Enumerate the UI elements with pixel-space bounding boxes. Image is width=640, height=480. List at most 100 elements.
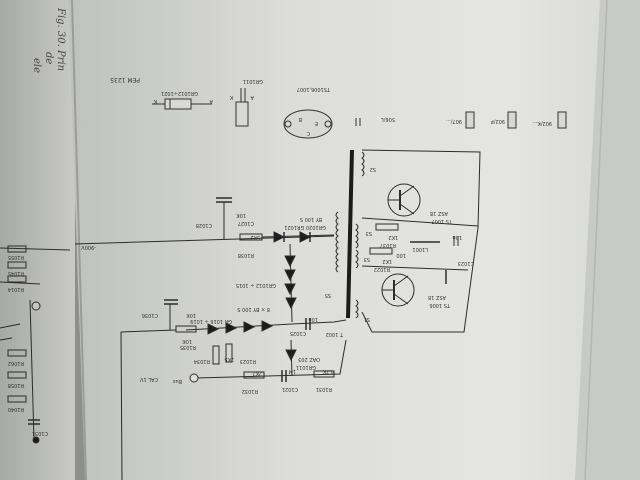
gr1011-type: OAZ 203: [298, 356, 320, 362]
legend-pem: PEM 1235: [110, 76, 140, 83]
c1036-label: C1036: [142, 312, 158, 318]
gr-pair-label: GR1020 GR1021: [284, 224, 326, 230]
legend-anode-a: A: [209, 98, 213, 104]
right-loop-wire: [361, 149, 481, 333]
left-label-7: C1031: [32, 430, 48, 436]
legend-k-mark: K: [229, 94, 233, 100]
resistor-r1032: [243, 371, 265, 379]
left-label-2: R1045: [8, 270, 24, 276]
right-fold: [584, 0, 608, 480]
c1028-label: C1028: [196, 222, 212, 228]
cal-label: CAL 1V: [140, 376, 158, 382]
left-page: [0, 0, 75, 480]
r1032-label: R1032: [242, 388, 258, 394]
bus-label: Bus: [172, 378, 182, 384]
rail-900v-wire: [74, 235, 335, 245]
diode-symbol-icon: [152, 98, 212, 110]
left-partial-circuit: [0, 245, 71, 444]
r1038-label: R1038: [238, 252, 254, 258]
legend-rectifier-single: GR1011: [243, 78, 263, 84]
legend-transistor-types: TS1006,1007: [297, 86, 331, 92]
resistor-r1034: [212, 345, 220, 365]
capacitor-c1021: [281, 370, 287, 382]
pot-c-icon: [557, 111, 567, 129]
c1021-label: C1021: [282, 386, 298, 392]
rail-label: -900V: [81, 244, 96, 250]
r1031-val: 4.7K: [322, 368, 334, 374]
r1035-val: 10K: [182, 338, 192, 344]
capacitor-symbol-icon: [355, 118, 361, 126]
r1032-val: 2K2: [252, 370, 262, 376]
main-page: [68, 0, 615, 480]
transistor-ts1006: [381, 273, 415, 307]
schematic: T 1002 S2 S3 S3 S5 S1 TS 1007 ASZ 18: [74, 149, 481, 480]
capacitor-c1023: [453, 236, 459, 246]
ts1007-type: ASZ 18: [430, 210, 448, 216]
rectifier-symbol-icon: [235, 88, 249, 127]
edge-caption-2: de: [43, 52, 54, 64]
gr-pair-type: BY 100 S: [300, 216, 322, 222]
winding-s3b: S3: [364, 256, 370, 262]
left-vertical-wire: [120, 331, 123, 480]
mid-bus-wire: [361, 265, 469, 271]
capacitor-c1025: [305, 318, 311, 330]
r1037-label: R1037: [380, 242, 396, 248]
lower-wire: [120, 329, 177, 333]
winding-s5: S5: [325, 292, 331, 298]
gr1011-label: GR1011: [296, 364, 316, 370]
transformer-core: [346, 149, 354, 319]
r1022-label: R1022: [374, 266, 390, 272]
resistor-r1022: [369, 247, 393, 255]
c1025-val: 10n: [308, 316, 318, 322]
c1027-val: 10K: [236, 212, 246, 218]
pot-a-icon: [465, 111, 475, 129]
page-fold: [71, 0, 87, 480]
capacitor-c1036: [164, 299, 178, 330]
diode-chain-gr1012: [284, 243, 297, 323]
legend-pin-c: C: [306, 130, 310, 136]
upper-bus-wire: [361, 217, 479, 227]
left-label-6: R1040: [8, 406, 24, 412]
winding-s1: S1: [364, 316, 370, 322]
resistor-r1035: [175, 325, 197, 333]
legend-pin-b: B: [298, 116, 302, 122]
resistor-r1037: [375, 223, 399, 231]
capacitor-c1028: [216, 197, 232, 240]
r1023-label: R1023: [240, 358, 256, 364]
transformer-label: T 1002: [326, 331, 344, 337]
r1034-label: R1034: [194, 358, 210, 364]
c1021-val: 1M: [289, 368, 297, 374]
c1027-label: C1027: [238, 220, 254, 226]
r1023-val: 2K5: [224, 356, 234, 362]
legend-pot-a: 907/...: [446, 118, 462, 124]
resistor-r1031: [313, 370, 335, 378]
legend: PEM 1235 GR1012÷1021 A K GR1011 A K TS10…: [110, 76, 567, 139]
ts1006-type: ASZ 18: [428, 294, 446, 300]
gr-chain-label: GR1012 ÷ 1015: [236, 282, 276, 288]
legend-rectifier-pair: GR1012÷1021: [161, 90, 198, 96]
c-mid-val: 100: [396, 252, 406, 258]
c-top-val: 10n: [452, 234, 462, 240]
winding-coils: [335, 151, 365, 319]
r1031-label: R1031: [316, 386, 332, 392]
resistor-r1023: [225, 343, 233, 363]
cal-terminal: [189, 373, 199, 383]
legend-capacitor-series: 506/L: [381, 116, 395, 122]
diode-pair-gr1020: [261, 231, 335, 243]
edge-caption: Fig. 30. Prin: [55, 7, 66, 71]
gr-chain2-label: GR 1016 ÷ 1019: [190, 318, 232, 324]
r1022-val: 1K2: [382, 258, 392, 264]
legend-pot-c: 902/K...: [532, 120, 552, 126]
pot-b-icon: [507, 111, 517, 129]
transistor-ts1007: [387, 183, 421, 217]
left-label-3: R1014: [8, 286, 24, 292]
diode-chain-gr1016: [185, 320, 293, 335]
ts1007-label: TS 1007: [431, 218, 453, 224]
r1037-val: 1K2: [388, 234, 398, 240]
r1038-val: 5K2: [250, 234, 260, 240]
legend-a-mark: A: [250, 94, 254, 100]
transistor-package-icon: [283, 109, 333, 139]
c1036-val: 10K: [186, 312, 196, 318]
winding-s3: S3: [366, 230, 372, 236]
